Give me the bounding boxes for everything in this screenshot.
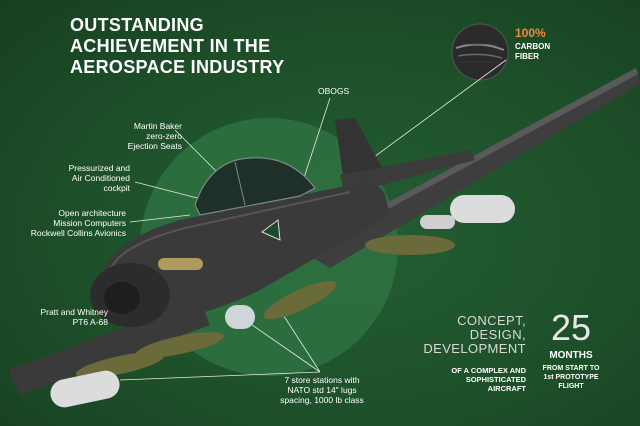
external-stores (50, 195, 515, 408)
concept-line: DEVELOPMENT (423, 341, 526, 356)
concept-line: CONCEPT, (457, 313, 526, 328)
carbon-percent: 100% (515, 26, 546, 40)
callout-line: Martin Baker (133, 121, 182, 131)
callout-line: NATO std 14" lugs (287, 385, 357, 395)
concept-sub-line: AIRCRAFT (487, 384, 526, 393)
concept-heading: CONCEPT, DESIGN, DEVELOPMENT (406, 314, 526, 356)
headline: OUTSTANDING ACHIEVEMENT IN THE AEROSPACE… (70, 15, 330, 78)
callout-line: zero-zero (146, 131, 182, 141)
callout-line: Open architecture (58, 208, 126, 218)
callout-avionics: Open architecture Mission Computers Rock… (6, 208, 126, 238)
months-sub-line: 1st PROTOTYPE (543, 374, 599, 381)
months-sub-line: FLIGHT (558, 383, 584, 390)
concept-line: DESIGN, (469, 327, 526, 342)
callout-leaders (119, 59, 507, 381)
callout-line: Pressurized and (68, 163, 130, 173)
left-wing (8, 300, 210, 395)
callout-line: cockpit (103, 183, 130, 193)
carbon-fiber-swatch (451, 23, 509, 81)
fuselage (90, 183, 390, 327)
vertical-tail (335, 118, 475, 195)
carbon-label-line: CARBON (515, 42, 551, 51)
callout-obogs: OBOGS (318, 86, 350, 96)
months-number: 25 (550, 307, 592, 348)
exhaust-stack (158, 258, 203, 270)
callout-line: spacing, 1000 lb class (280, 395, 364, 405)
carbon-label: CARBON FIBER (515, 42, 550, 62)
concept-subtext: OF A COMPLEX AND SOPHISTICATED AIRCRAFT (414, 366, 526, 393)
callout-line: 7 store stations with (284, 375, 360, 385)
carbon-label-line: FIBER (515, 52, 539, 61)
roundel (261, 219, 281, 241)
callout-store-stations: 7 store stations with NATO std 14" lugs … (262, 375, 382, 405)
months-sub-line: FROM START TO (542, 365, 600, 372)
callout-line: Air Conditioned (71, 173, 130, 183)
canopy (194, 157, 316, 216)
months-subtext: FROM START TO 1st PROTOTYPE FLIGHT (530, 364, 612, 391)
callout-line: Ejection Seats (127, 141, 182, 151)
concept-sub-line: OF A COMPLEX AND (451, 366, 526, 375)
callout-engine: Pratt and Whitney PT6 A-68 (10, 307, 108, 327)
headline-line: ACHIEVEMENT IN THE (70, 36, 271, 56)
callout-cockpit: Pressurized and Air Conditioned cockpit (54, 163, 130, 193)
callout-line: Mission Computers (53, 218, 126, 228)
concept-sub-line: SOPHISTICATED (465, 375, 526, 384)
callout-line: Rockwell Collins Avionics (30, 228, 126, 238)
callout-line: PT6 A-68 (72, 317, 108, 327)
callout-line: Pratt and Whitney (40, 307, 108, 317)
headline-line: AEROSPACE INDUSTRY (70, 57, 285, 77)
callout-ejection-seats: Martin Baker zero-zero Ejection Seats (110, 121, 182, 151)
headline-line: OUTSTANDING (70, 15, 204, 35)
months-label: MONTHS (549, 350, 593, 361)
